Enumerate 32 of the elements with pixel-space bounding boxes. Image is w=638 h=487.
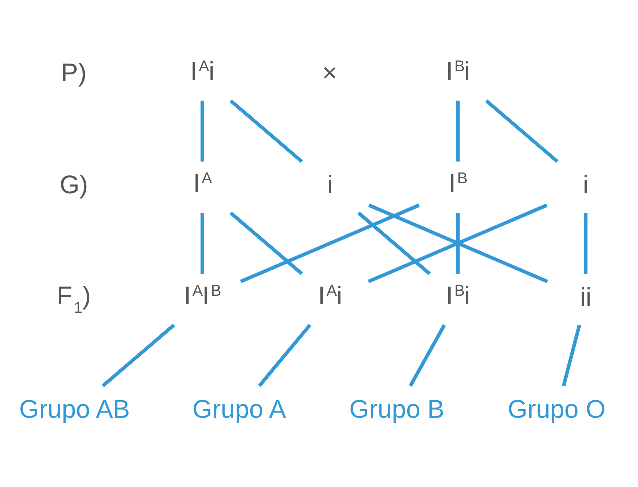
connector [409,324,446,387]
connector [200,213,204,274]
node-text: i [583,172,589,200]
node-text: I$^{A}$i [190,58,215,86]
label: × [322,59,338,88]
node-text: I$^{A}$i [318,282,342,310]
node-text: Grupo A [192,396,286,424]
node-text: I$^{A}$ [193,170,212,198]
connector [358,212,432,276]
connector [485,100,559,164]
node-text: I$^{A}$I$^{B}$ [184,282,222,310]
node-text: I$^{B}$ [448,170,468,198]
connector [258,324,312,388]
node-text: Grupo O [508,396,606,424]
connector [200,100,204,162]
connector [456,100,460,162]
node-text: Grupo AB [19,396,130,424]
connector [456,213,460,274]
label: F$_{1}$) [57,282,92,317]
node-text: Grupo B [350,396,445,424]
connector [102,324,176,388]
connector [230,100,304,164]
node-text: ii [580,284,592,312]
connector [240,204,420,284]
connector [562,324,582,387]
connector [230,212,304,276]
connector [584,213,588,274]
node-text: I$^{B}$i [446,282,470,310]
node-text: I$^{B}$i [446,58,470,86]
node-text: i [328,172,334,200]
label: G) [60,172,88,200]
label: P) [61,59,87,88]
